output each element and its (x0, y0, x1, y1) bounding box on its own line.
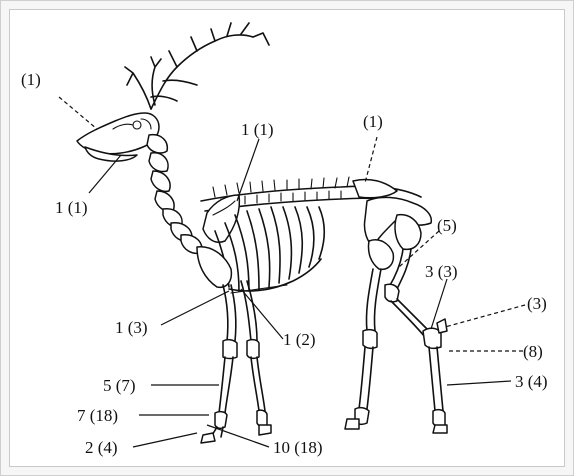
label-tibia: 3 (3) (425, 262, 458, 281)
label-hind-metatarsal: 3 (4) (515, 372, 548, 391)
foreleg-far (241, 281, 271, 435)
hindleg-far (345, 240, 393, 429)
antlers (125, 23, 269, 109)
foreleg-near (197, 247, 237, 443)
label-hind-small: (8) (523, 342, 543, 361)
label-phalanx: 7 (18) (77, 406, 118, 425)
sacrum (353, 179, 397, 197)
label-carpal: 5 (7) (103, 376, 136, 395)
femur (368, 240, 393, 270)
cervical-vertebrae (147, 135, 202, 254)
label-mandible: 1 (1) (55, 198, 88, 217)
skull (77, 113, 159, 161)
label-hoof: 2 (4) (85, 438, 118, 457)
label-scapula: 1 (1) (241, 120, 274, 139)
label-tarsal: (3) (527, 294, 547, 313)
label-sesamoid: 10 (18) (273, 438, 323, 457)
label-skull: (1) (21, 70, 41, 89)
label-pelvis: (5) (437, 216, 457, 235)
humerus (197, 247, 231, 288)
scapula (203, 195, 239, 242)
label-radius: 1 (2) (283, 330, 316, 349)
label-sacrum: (1) (363, 112, 383, 131)
hindleg-near (385, 215, 447, 433)
label-humerus: 1 (3) (115, 318, 148, 337)
